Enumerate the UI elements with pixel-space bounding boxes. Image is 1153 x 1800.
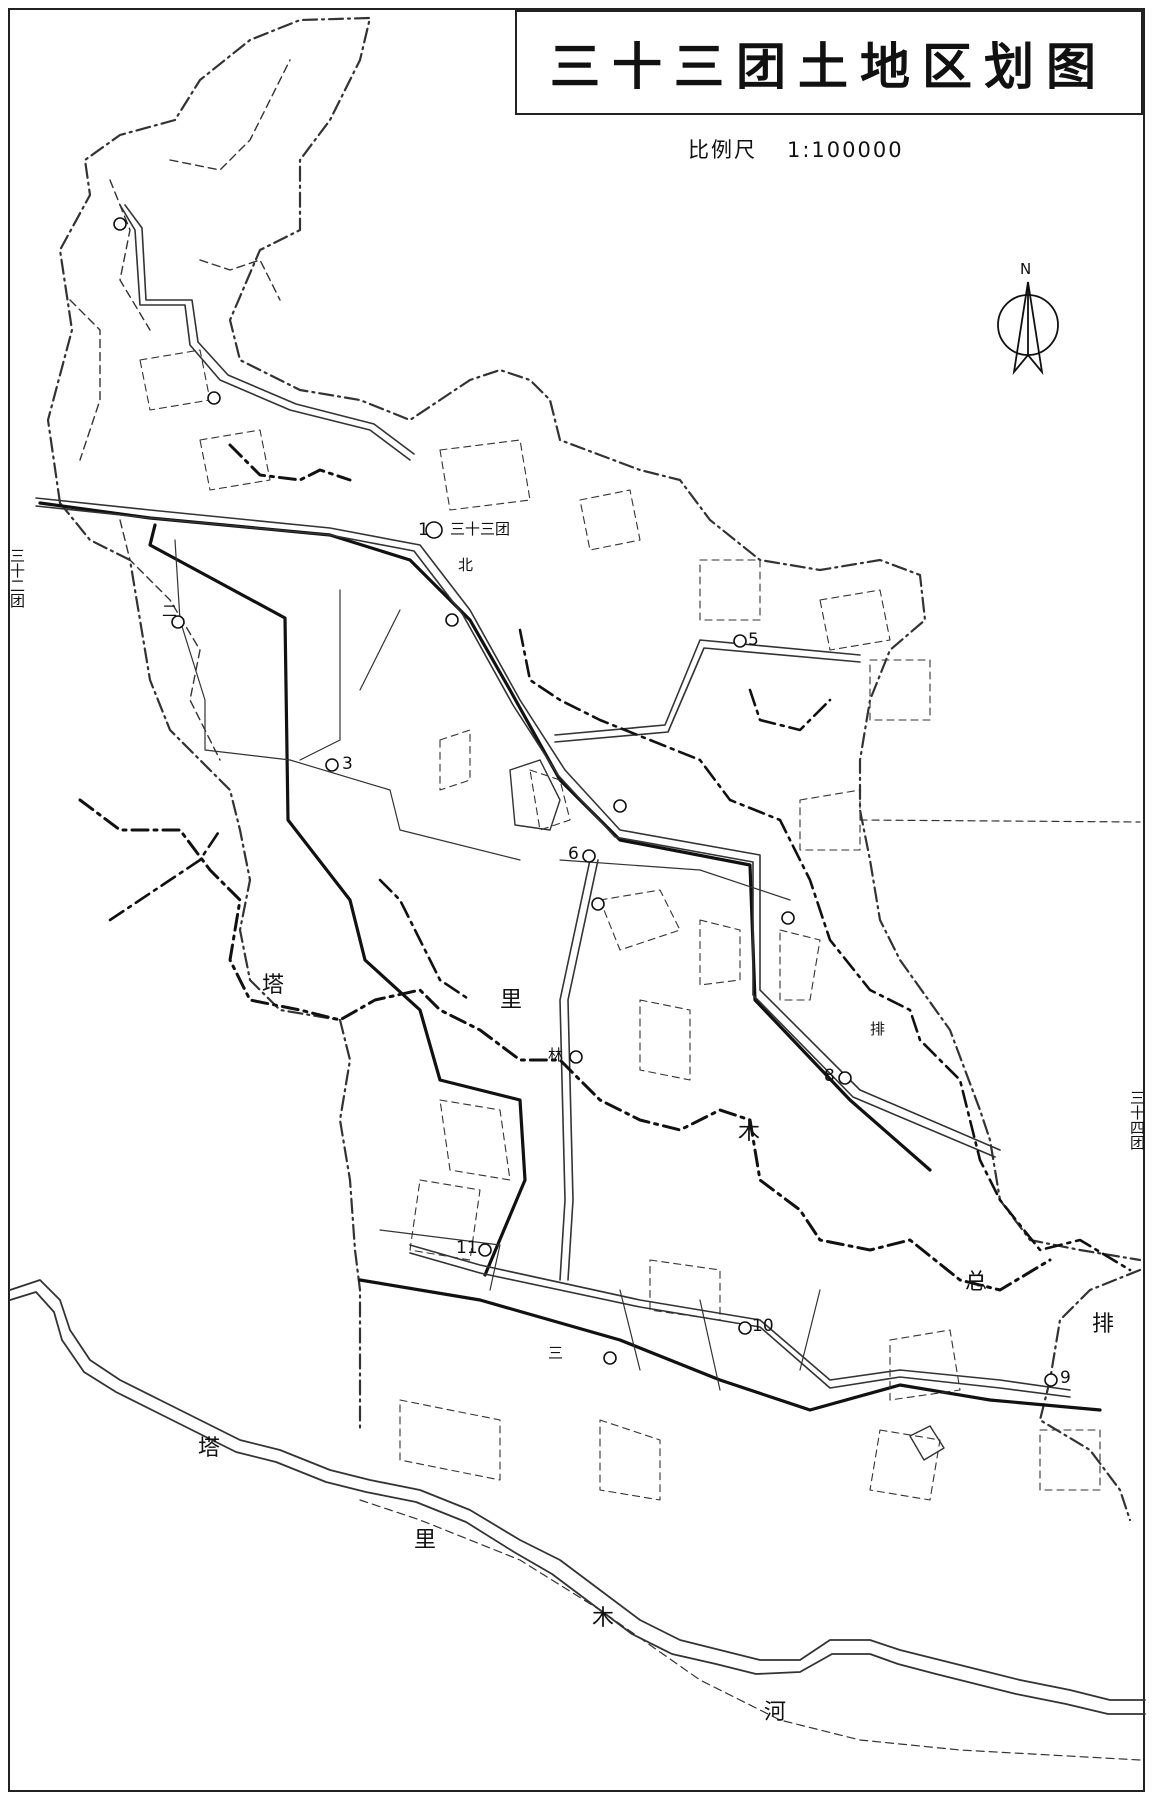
san-label: 三 <box>548 1344 564 1362</box>
station-marker <box>325 758 339 772</box>
north-label: N <box>1020 260 1032 278</box>
zongpai-label-zong: 总 <box>965 1270 988 1295</box>
station-marker <box>1044 1373 1058 1387</box>
station-marker <box>171 615 185 629</box>
road-hq-b <box>35 505 996 1158</box>
canal-label-mu: 木 <box>738 1120 761 1145</box>
zongpai-label-pai: 排 <box>1092 1312 1115 1337</box>
hq-label: 三十三团 <box>450 520 511 538</box>
north-arrow <box>997 281 1059 376</box>
paigan-canal <box>518 628 1132 1272</box>
station-number: 6 <box>568 844 579 864</box>
station-marker <box>613 799 627 813</box>
station-number: 1 <box>418 520 429 540</box>
tarim-river-south-bank <box>9 1291 1146 1715</box>
pond-south <box>909 1425 945 1461</box>
road-6b <box>567 859 599 1281</box>
inner-boundary <box>69 59 291 761</box>
station-marker <box>733 634 747 648</box>
canal-label-li: 里 <box>500 988 523 1013</box>
river-label-ta: 塔 <box>198 1436 221 1461</box>
station-marker <box>582 849 596 863</box>
road-north-b <box>124 204 415 455</box>
road-south-b <box>409 1252 1071 1398</box>
paigan-label-pai: 排 <box>870 1020 886 1038</box>
station-number: 5 <box>748 630 759 650</box>
station-marker <box>738 1321 752 1335</box>
tarim-river-north-bank <box>9 1279 1146 1701</box>
river-label-mu: 木 <box>592 1606 615 1631</box>
canal-label-ta: 塔 <box>262 973 285 998</box>
road-north <box>119 204 411 461</box>
branch-canal <box>108 688 832 1002</box>
east-line <box>859 819 1141 823</box>
scale-indicator: 比例尺 1:100000 <box>688 134 904 164</box>
river-label-he: 河 <box>764 1700 787 1725</box>
station-marker <box>445 613 459 627</box>
north-fields <box>139 349 641 551</box>
river-label-li: 里 <box>414 1528 437 1553</box>
field-parcels <box>399 559 1101 1501</box>
station-marker <box>207 391 221 405</box>
station-marker <box>569 1050 583 1064</box>
station-number: 8 <box>824 1066 835 1086</box>
regiment-boundary-west <box>58 501 362 1432</box>
scale-ratio: 1:100000 <box>787 138 904 162</box>
hq-marker <box>425 521 443 539</box>
west-neighbor-label: 三十二团 <box>8 548 26 608</box>
map-frame <box>8 8 1145 1792</box>
regiment-boundary-south <box>1038 1268 1142 1522</box>
scale-label: 比例尺 <box>688 138 757 162</box>
canal-label-lin: 林 <box>548 1046 564 1064</box>
station-marker <box>591 897 605 911</box>
road-5b <box>554 647 861 743</box>
river-dash <box>359 1499 1141 1761</box>
station-marker <box>838 1071 852 1085</box>
field-roads <box>174 539 821 1391</box>
pond <box>509 759 561 831</box>
station-marker <box>478 1243 492 1257</box>
road-hq <box>35 497 1001 1151</box>
station-marker <box>603 1351 617 1365</box>
station-marker <box>113 217 127 231</box>
bei-label: 北 <box>458 556 474 574</box>
east-neighbor-label: 三十四团 <box>1128 1090 1146 1150</box>
regiment-boundary <box>46 16 1142 1262</box>
title-box: 三十三团土地区划图 <box>515 10 1143 115</box>
station-number: 11 <box>456 1238 478 1258</box>
station-number: 3 <box>342 754 353 774</box>
map-title: 三十三团土地区划图 <box>550 37 1108 96</box>
road-5 <box>554 639 861 736</box>
station-marker <box>781 911 795 925</box>
station-number: 9 <box>1060 1368 1071 1388</box>
er-label: 二 <box>162 602 178 620</box>
station-number: 10 <box>752 1316 774 1336</box>
talimu-main-canal <box>78 443 1052 1292</box>
road-south <box>409 1244 1071 1391</box>
road-6 <box>559 859 591 1281</box>
main-road-south <box>358 1278 1102 1412</box>
main-road-west <box>148 523 527 1277</box>
